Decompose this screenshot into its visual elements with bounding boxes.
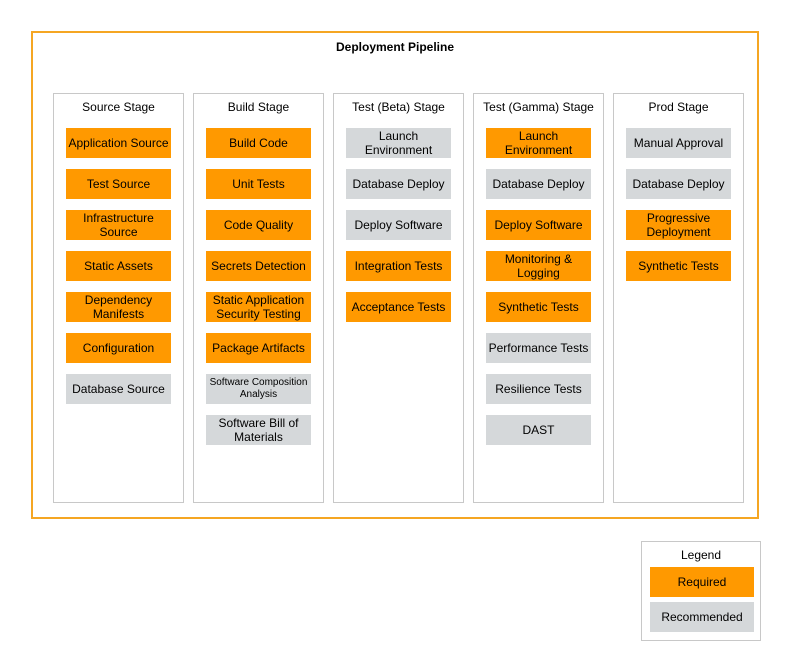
pipeline-step-recommended: Software Bill of Materials — [206, 415, 311, 445]
pipeline-step-required: Launch Environment — [486, 128, 591, 158]
stage-title: Source Stage — [82, 100, 155, 114]
stage-title: Build Stage — [227, 100, 290, 114]
pipeline-step-recommended: Deploy Software — [346, 210, 451, 240]
stage-title: Test (Beta) Stage — [352, 100, 445, 114]
pipeline-step-required: Acceptance Tests — [346, 292, 451, 322]
pipeline-step-recommended: Database Deploy — [346, 169, 451, 199]
pipeline-step-recommended: Performance Tests — [486, 333, 591, 363]
pipeline-step-required: Progressive Deployment — [626, 210, 731, 240]
pipeline-title: Deployment Pipeline — [335, 40, 455, 54]
stage-title: Prod Stage — [648, 100, 709, 114]
pipeline-step-required: Code Quality — [206, 210, 311, 240]
stage-title: Test (Gamma) Stage — [483, 100, 594, 114]
legend-required: Required — [650, 567, 754, 597]
pipeline-step-recommended: Resilience Tests — [486, 374, 591, 404]
pipeline-step-recommended: Database Deploy — [486, 169, 591, 199]
pipeline-step-required: Test Source — [66, 169, 171, 199]
pipeline-step-required: Unit Tests — [206, 169, 311, 199]
legend-recommended: Recommended — [650, 602, 754, 632]
pipeline-step-required: Synthetic Tests — [626, 251, 731, 281]
legend: Legend Required Recommended — [641, 541, 761, 641]
pipeline-step-recommended: Manual Approval — [626, 128, 731, 158]
pipeline-step-recommended: Database Deploy — [626, 169, 731, 199]
pipeline-step-recommended: Database Source — [66, 374, 171, 404]
pipeline-step-required: Deploy Software — [486, 210, 591, 240]
pipeline-step-required: Package Artifacts — [206, 333, 311, 363]
pipeline-step-recommended: Launch Environment — [346, 128, 451, 158]
pipeline-step-recommended: DAST — [486, 415, 591, 445]
pipeline-step-recommended: Software Composition Analysis — [206, 374, 311, 404]
pipeline-step-required: Static Assets — [66, 251, 171, 281]
pipeline-step-required: Secrets Detection — [206, 251, 311, 281]
pipeline-step-required: Dependency Manifests — [66, 292, 171, 322]
pipeline-step-required: Static Application Security Testing — [206, 292, 311, 322]
pipeline-step-required: Configuration — [66, 333, 171, 363]
pipeline-step-required: Synthetic Tests — [486, 292, 591, 322]
pipeline-step-required: Integration Tests — [346, 251, 451, 281]
pipeline-step-required: Build Code — [206, 128, 311, 158]
pipeline-step-required: Infrastructure Source — [66, 210, 171, 240]
legend-title: Legend — [680, 548, 722, 562]
pipeline-step-required: Application Source — [66, 128, 171, 158]
pipeline-step-required: Monitoring & Logging — [486, 251, 591, 281]
